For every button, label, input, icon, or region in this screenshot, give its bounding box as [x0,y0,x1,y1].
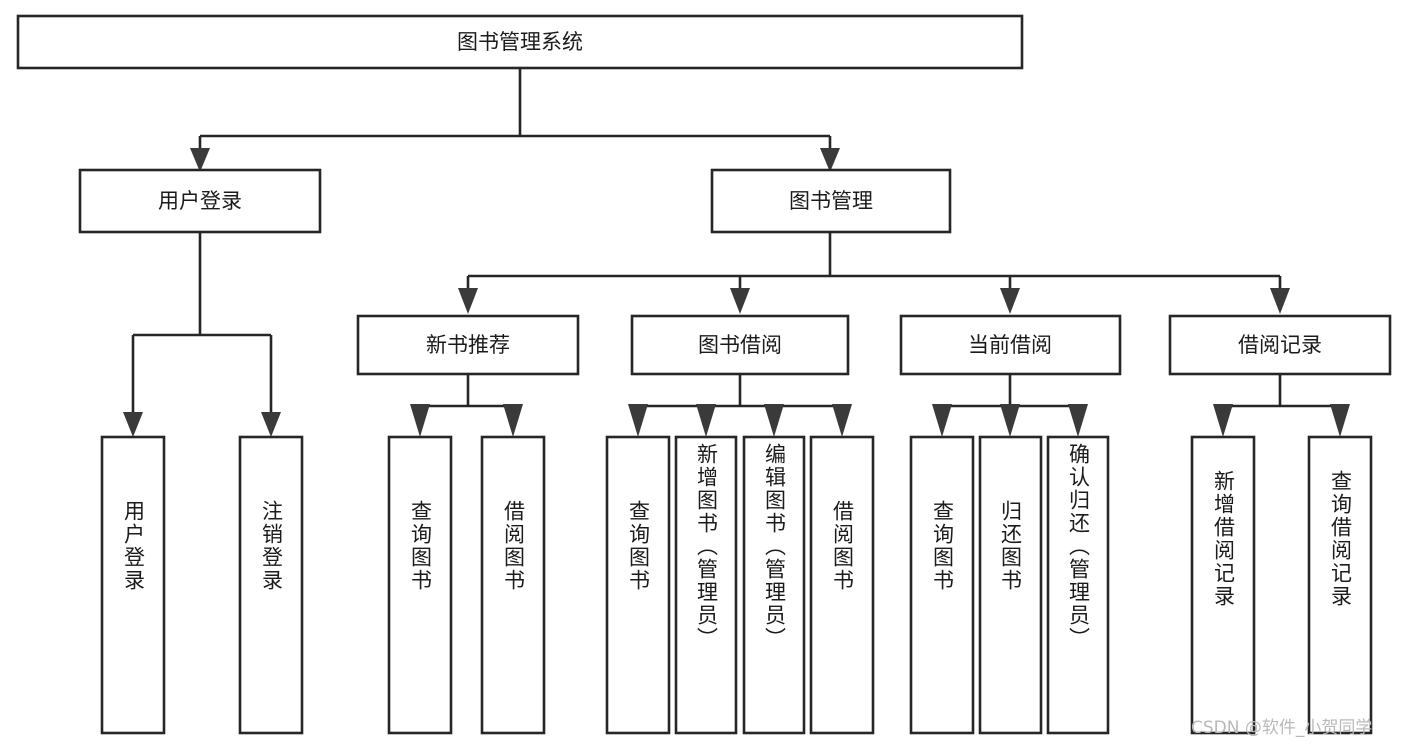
arrow-icon-to-leaf-borrow-book-1 [503,404,523,437]
node-leaf-return-book[interactable] [978,435,1043,735]
node-leaf-add-book-label: 新增图书（管理员） [694,443,719,650]
node-book-manage[interactable] [710,168,952,234]
node-box-group [16,14,1392,735]
arrow-icon-to-leaf-query-book-1 [410,404,430,437]
arrow-icon-to-user-login [190,148,210,172]
node-borrow-record[interactable] [1168,314,1392,376]
node-new-book-recommend-label: 新书推荐 [426,333,510,357]
node-leaf-query-book-2[interactable] [605,435,671,735]
node-leaf-user-logout-label: 注销登录 [259,500,284,592]
node-book-borrow-label: 图书借阅 [698,333,782,357]
node-leaf-edit-book-label: 编辑图书（管理员） [762,443,787,650]
arrow-icon-to-new-book-recommend [458,288,478,314]
node-borrow-record-label: 借阅记录 [1238,333,1322,357]
node-leaf-add-book[interactable] [674,435,738,735]
node-leaf-borrow-book-2-label: 借阅图书 [830,500,855,592]
node-leaf-add-record-label: 新增借阅记录 [1211,470,1236,608]
node-book-borrow[interactable] [630,314,850,376]
arrow-icon-to-borrow-record [1270,288,1290,314]
arrow-icon-to-leaf-confirm-return [1068,404,1088,437]
node-leaf-user-login-label: 用户登录 [121,500,146,592]
arrow-icon-to-leaf-add-book [696,404,716,437]
arrow-icon-to-leaf-query-book-2 [628,404,648,437]
csdn-watermark: CSDN @软件_小贺同学 [1191,718,1373,738]
node-root[interactable] [16,14,1024,70]
node-leaf-query-book-3[interactable] [909,435,975,735]
node-leaf-user-logout[interactable] [238,435,304,735]
arrow-icon-to-leaf-user-login [123,412,143,437]
node-current-borrow[interactable] [899,314,1122,376]
arrow-icon-to-current-borrow [1000,288,1020,314]
node-user-login[interactable] [78,168,322,234]
node-current-borrow-label: 当前借阅 [968,333,1052,357]
arrow-icon-to-leaf-add-record [1213,404,1233,437]
node-leaf-borrow-book-1-label: 借阅图书 [501,500,526,592]
arrow-icon-to-leaf-edit-book [764,404,784,437]
node-leaf-query-book-3-label: 查询图书 [930,500,955,592]
arrow-icon-to-leaf-user-logout [261,412,281,437]
node-new-book-recommend[interactable] [356,314,580,376]
node-leaf-confirm-return[interactable] [1046,435,1110,735]
node-user-login-label: 用户登录 [158,189,242,213]
node-leaf-query-book-1[interactable] [387,435,453,735]
node-leaf-user-login[interactable] [100,435,166,735]
arrow-icon-to-leaf-borrow-book-2 [832,404,852,437]
node-root-label: 图书管理系统 [457,30,583,54]
node-leaf-query-record-label: 查询借阅记录 [1328,470,1353,608]
arrow-icon-to-book-manage [820,148,840,172]
node-leaf-confirm-return-label: 确认归还（管理员） [1066,443,1091,650]
arrowhead-group [123,148,1350,437]
node-leaf-borrow-book-2[interactable] [809,435,875,735]
node-leaf-add-record[interactable] [1190,435,1256,735]
node-label-group: 图书管理系统 用户登录 图书管理 新书推荐 图书借阅 当前借阅 借阅记录 [158,30,1322,357]
arrow-icon-to-leaf-return-book [1000,404,1020,437]
node-leaf-query-book-2-label: 查询图书 [626,500,651,592]
node-leaf-edit-book[interactable] [742,435,806,735]
node-leaf-query-book-1-label: 查询图书 [408,500,433,592]
node-leaf-return-book-label: 归还图书 [998,500,1023,592]
node-leaf-query-record[interactable] [1307,435,1373,735]
arrow-icon-to-leaf-query-book-3 [932,404,952,437]
node-book-manage-label: 图书管理 [789,189,873,213]
arrow-icon-to-book-borrow [730,288,750,314]
node-leaf-borrow-book-1[interactable] [480,435,546,735]
arrow-icon-to-leaf-query-record [1330,404,1350,437]
